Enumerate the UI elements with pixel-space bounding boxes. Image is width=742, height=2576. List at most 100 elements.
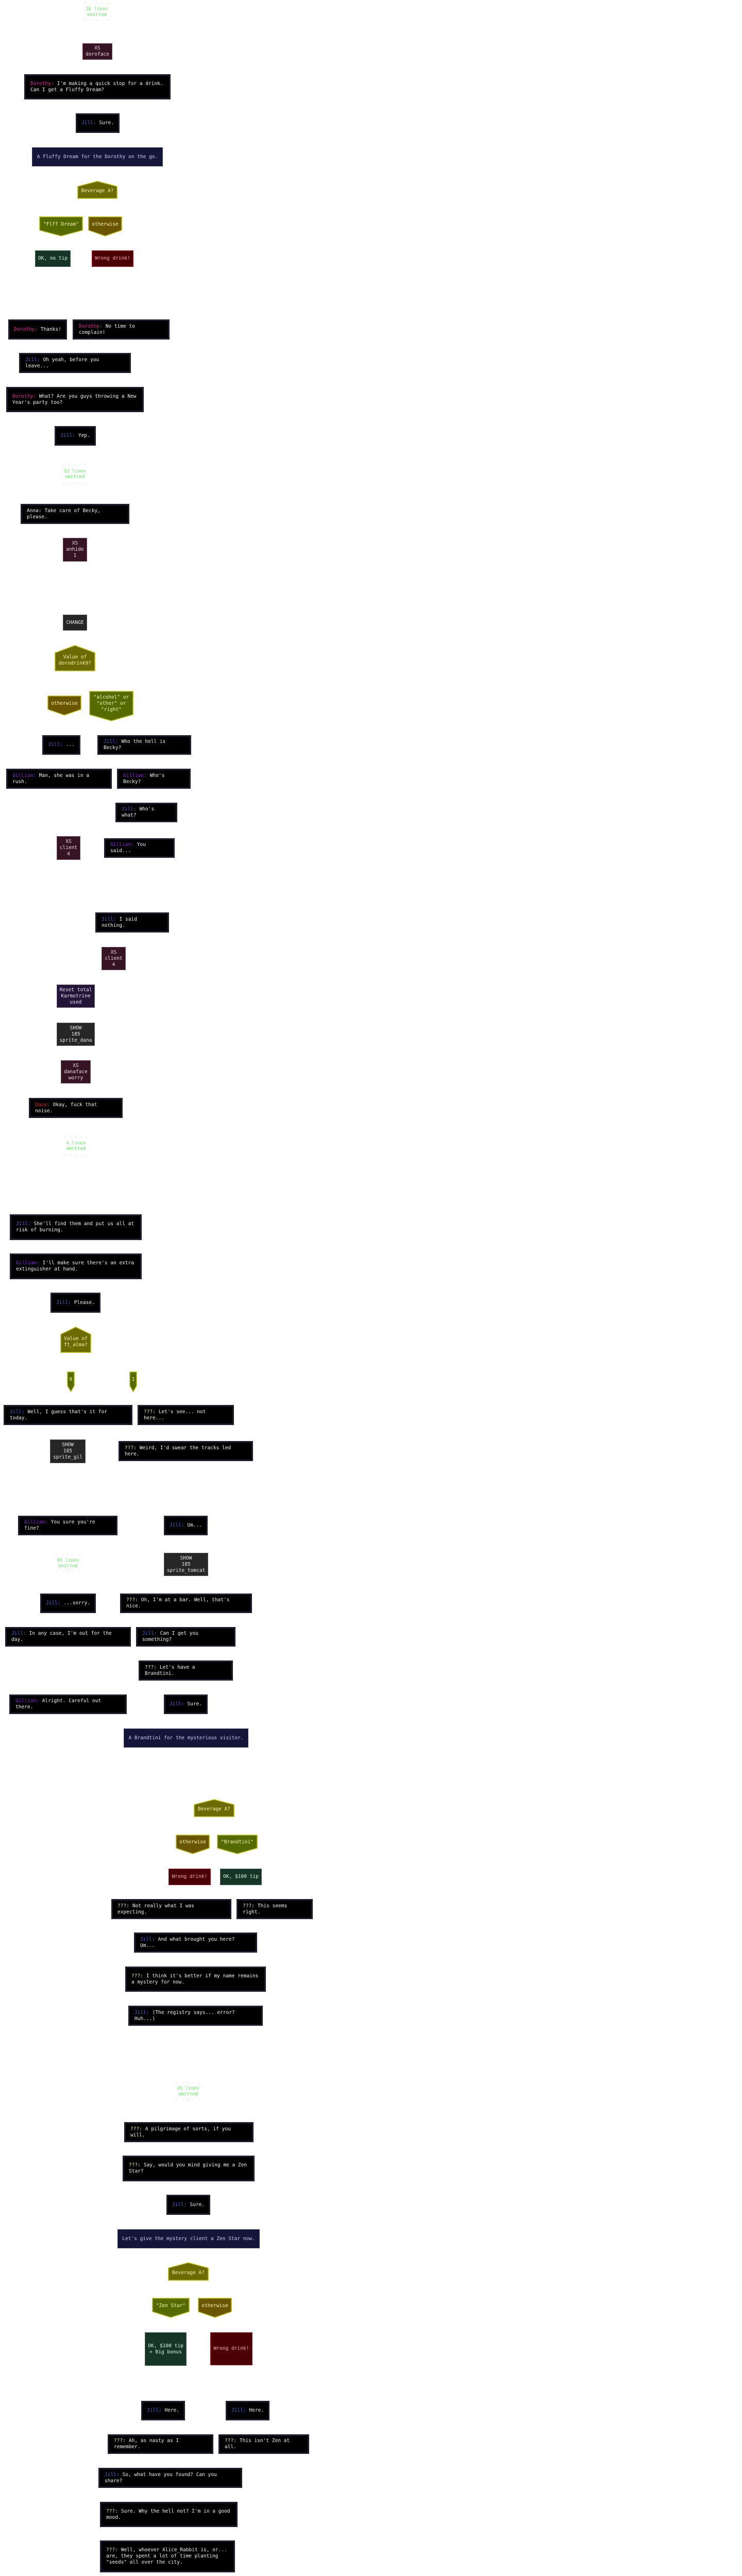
speaker-label: Jill:: [169, 1701, 184, 1707]
speaker-label: Dorothy:: [14, 326, 38, 332]
condition-node-shape: [55, 645, 95, 671]
speaker-label: Jill:: [25, 357, 40, 363]
marker-text: 65 lines: [57, 1558, 79, 1563]
dialogue-text: Let's see... not here...: [144, 1409, 209, 1421]
dialogue-node: Jill:...sorry.: [40, 1594, 96, 1613]
node-text-line: sprite_gil: [53, 1454, 83, 1460]
dialogue-line: ???:Sure. Why the hell not? I'm in a goo…: [106, 2509, 230, 2521]
marker-text: 26 lines: [177, 2086, 199, 2091]
speaker-label: Jill:: [172, 2201, 187, 2208]
node-text-line: Karmotrine: [61, 993, 91, 999]
branch-node-shape: [217, 1835, 258, 1854]
branch-node-shape: [67, 1371, 75, 1393]
node-text-line: danaface: [64, 1069, 88, 1075]
dialogue-line: Jill:Please.: [56, 1300, 95, 1306]
node-text-line: 4: [112, 961, 115, 968]
dialogue-line: Dorothy:What? Are you guys throwing a Ne…: [12, 394, 137, 406]
condition-node: Beverage A?: [198, 1806, 230, 1812]
dialogue-line: ???:A pilgrimage of sorts, if you will.: [130, 2126, 247, 2139]
speaker-label: Jill:: [140, 1936, 155, 1942]
node-text-line: used: [70, 999, 82, 1005]
dialogue-node: ???:Ah, as nasty as I remember.: [108, 2434, 213, 2454]
speaker-label: Dana:: [35, 1101, 50, 1108]
dialogue-node: Jill:Oh yeah, before you leave...: [19, 353, 131, 373]
dialogue-line: Dana:Okay, fuck that noise.: [35, 1102, 116, 1114]
dialogue-node: Gillian:Alright. Careful out there.: [9, 1694, 127, 1714]
dialogue-line: Anna: Take care of Becky, please.: [27, 508, 123, 520]
dialogue-node: ???:This isn't Zen at all.: [218, 2434, 309, 2454]
dialogue-line: Dorothy:I'm making a quick stop for a dr…: [30, 81, 163, 93]
dialogue-node: Jill:Here.: [141, 2401, 185, 2420]
dialogue-node: Dorothy:I'm making a quick stop for a dr…: [24, 74, 171, 99]
node-text-line: worry: [68, 1075, 83, 1081]
branch-otherwise-node: otherwise: [179, 1839, 206, 1845]
marker-text: omitted: [178, 2092, 198, 2097]
dialogue-line: Jill:Here.: [147, 2408, 179, 2414]
dialogue-text: No time to complain!: [79, 323, 138, 335]
dialogue-node: ???:Not really what I was expecting.: [111, 1899, 231, 1919]
node-text-line: 185: [181, 1561, 191, 1567]
speaker-label: Dorothy:: [79, 323, 103, 329]
dialogue-line: ???:Ah, as nasty as I remember.: [114, 2438, 207, 2450]
condition-node: Beverage A?: [81, 188, 114, 194]
action-text: A Brandtini for the mysterious visitor.: [128, 1735, 244, 1741]
condition-node-shape: [60, 1327, 91, 1353]
result-ok-node: OK, no tip: [35, 250, 71, 267]
dialogue-node: Gillian:You sure you're fine?: [18, 1516, 117, 1535]
node-text-line: 185: [71, 1031, 80, 1037]
dialogue-node: ???:Well, whoever Alice_Rabbit is, or...…: [100, 2540, 235, 2572]
speaker-label: Jill:: [45, 1600, 61, 1606]
node-text-line: client: [59, 845, 78, 851]
dots-divider: · · · · ·: [56, 1570, 80, 1574]
marker-text: omitted: [58, 1564, 78, 1569]
dialogue-text: Sure.: [190, 2201, 205, 2208]
speaker-label: Jill:: [56, 1299, 71, 1306]
result-wrong-node: Wrong drink!: [210, 2332, 252, 2365]
dialogue-text: I'll make sure there's an extra extingui…: [16, 1260, 134, 1272]
dialogue-text: Please.: [74, 1299, 95, 1306]
speaker-label: ???:: [129, 2162, 141, 2168]
dialogue-node: Jill:...: [42, 735, 80, 755]
branch-node-shape: [152, 2298, 190, 2318]
dialogue-line: Dorothy:No time to complain!: [79, 324, 163, 336]
branch-node: "Brandtini": [221, 1839, 254, 1845]
condition-node-shape: [194, 1799, 234, 1817]
speaker-label: Jill:: [60, 433, 75, 438]
dialogue-line: Jill:Yep.: [60, 433, 90, 439]
speaker-label: Jill:: [231, 2408, 246, 2413]
dots-divider: · · · · ·: [63, 1136, 88, 1140]
dialogue-line: ???:This seems right.: [243, 1903, 307, 1916]
dialogue-line: Jill:Um...: [170, 1522, 202, 1529]
speaker-label: Jill:: [134, 2009, 149, 2015]
node-text-line: XS: [94, 45, 100, 51]
speaker-label: ???:: [117, 1903, 129, 1909]
speaker-label: Jill:: [146, 2408, 162, 2413]
dots-divider: · · · · ·: [62, 464, 87, 468]
dialogue-line: Jill:So, what have you found? Can you sh…: [105, 2472, 236, 2484]
dialogue-text: This isn't Zen at all.: [225, 2438, 293, 2450]
node-text-line: XS: [72, 540, 78, 546]
branch-node: "Flff Dream": [43, 221, 79, 227]
dots-divider: · · · · ·: [176, 2081, 200, 2085]
marker-text: 26 lines: [86, 7, 108, 12]
dialogue-text: ...sorry.: [63, 1600, 91, 1606]
result-text: Wrong drink!: [172, 1874, 208, 1879]
speaker-label: Jill:: [102, 916, 116, 922]
speaker-label: ???:: [130, 2126, 142, 2132]
marker-text: 4 lines: [66, 1141, 86, 1146]
branch-otherwise-node: otherwise: [201, 2302, 228, 2309]
speaker-label: Jill:: [105, 2471, 120, 2478]
dialogue-text: Can I get you something?: [142, 1631, 201, 1642]
dialogue-text: And what brought you here? Um...: [140, 1936, 238, 1948]
node-text-line: 4: [67, 851, 70, 857]
dots-divider: · · · · ·: [56, 1553, 80, 1557]
dialogue-node: ???:This seems right.: [237, 1899, 313, 1919]
